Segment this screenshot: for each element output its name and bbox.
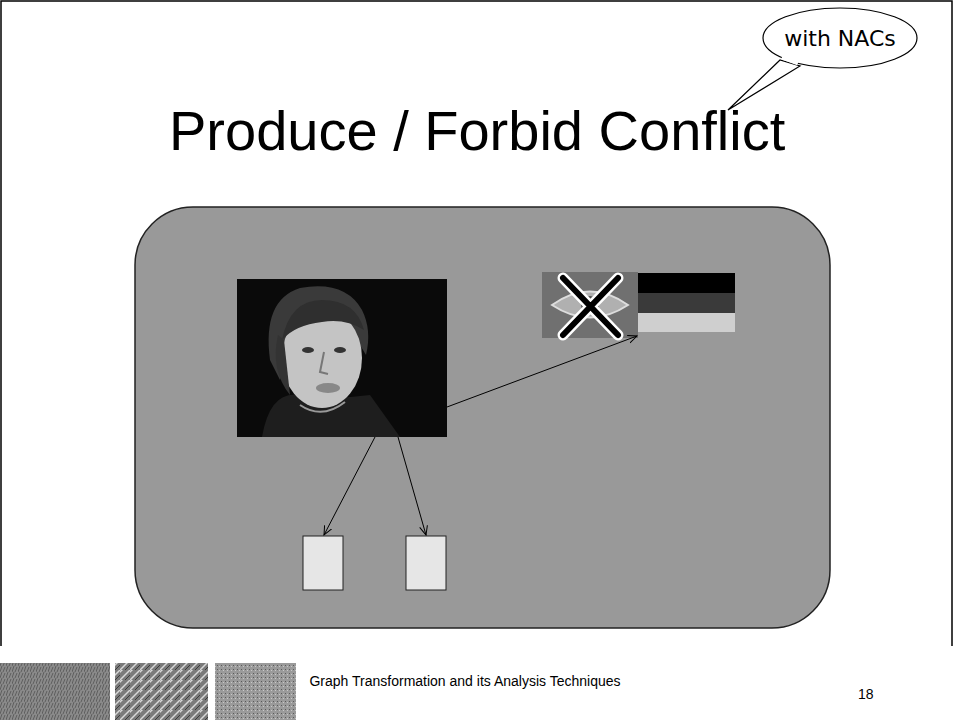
speech-bubble: with NACs	[762, 7, 918, 69]
bubble-text-wrap: with NACs	[762, 7, 918, 51]
bubble-text: with NACs	[762, 26, 918, 51]
person-photo	[237, 279, 447, 437]
small-node	[406, 536, 446, 590]
graph-arrow	[447, 336, 637, 407]
graph-arrow	[324, 437, 375, 535]
crossed-icon	[542, 272, 638, 338]
small-node	[303, 536, 343, 590]
texture-thumbnail	[215, 663, 296, 720]
graph-arrow	[398, 437, 426, 535]
graph-panel	[135, 207, 830, 628]
slide-frame	[1, 1, 952, 646]
page-number: 18	[858, 686, 898, 703]
footer-text: Graph Transformation and its Analysis Te…	[300, 673, 630, 690]
flag-symbol	[638, 273, 735, 332]
texture-thumbnail	[115, 663, 208, 720]
texture-thumbnail	[0, 663, 110, 720]
slide-title: Produce / Forbid Conflict	[169, 98, 785, 163]
